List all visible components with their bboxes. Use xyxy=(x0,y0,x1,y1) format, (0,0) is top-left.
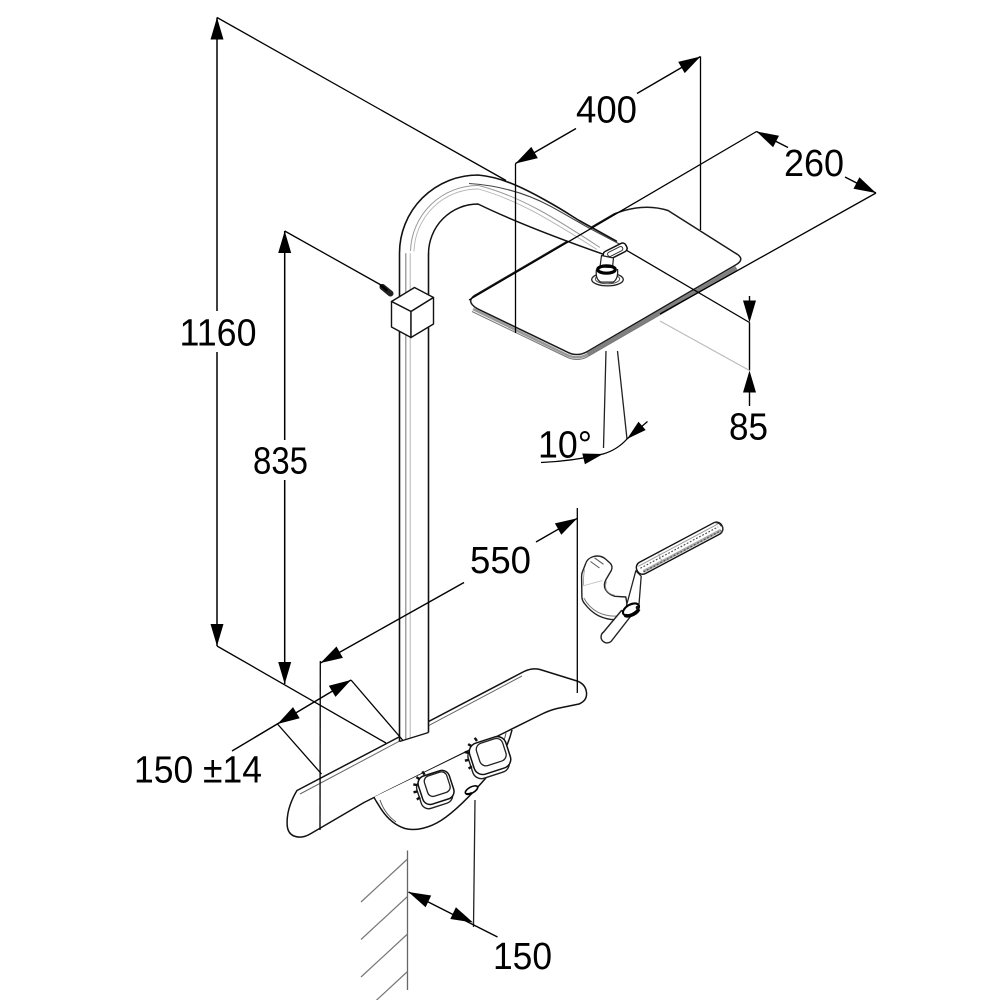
svg-text:835: 835 xyxy=(253,441,308,483)
svg-text:10°: 10° xyxy=(538,425,592,467)
svg-text:85: 85 xyxy=(729,407,768,449)
svg-text:150: 150 xyxy=(493,936,552,978)
svg-text:150 ±14: 150 ±14 xyxy=(134,750,262,792)
svg-text:1160: 1160 xyxy=(180,313,257,355)
svg-text:400: 400 xyxy=(576,90,637,132)
svg-text:260: 260 xyxy=(784,143,844,185)
svg-text:550: 550 xyxy=(470,540,531,582)
